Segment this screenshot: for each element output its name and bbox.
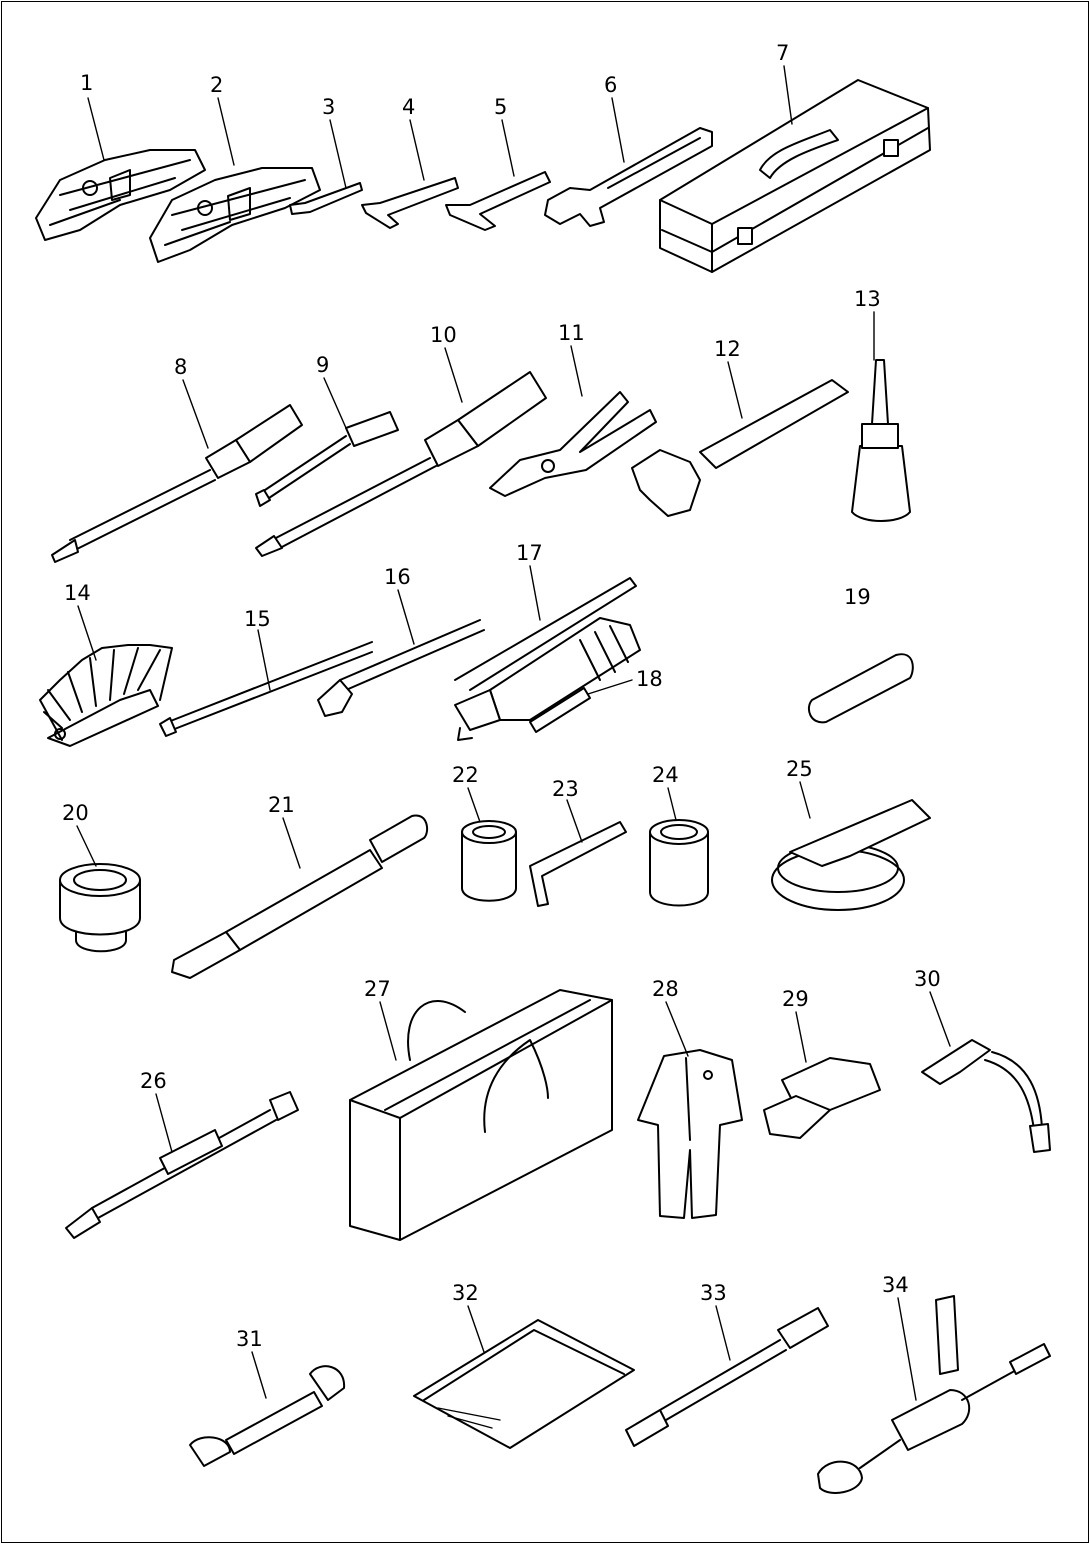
callout-4: 4 xyxy=(402,95,415,119)
screwdriver-9 xyxy=(255,411,399,507)
puller-34 xyxy=(817,1295,1051,1494)
callout-14: 14 xyxy=(64,581,91,605)
callout-13: 13 xyxy=(854,287,881,311)
adjustable-wrench-6 xyxy=(544,127,713,227)
callout-12: 12 xyxy=(714,337,741,361)
callout-29: 29 xyxy=(782,987,809,1011)
socket-20 xyxy=(59,863,141,953)
feeler-gauge-14 xyxy=(39,644,173,747)
callout-22: 22 xyxy=(452,763,479,787)
callout-20: 20 xyxy=(62,801,89,825)
hex-key-5 xyxy=(445,171,551,231)
grease-gun-17 xyxy=(454,577,641,741)
bar-15 xyxy=(159,641,373,737)
hex-key-3 xyxy=(289,182,363,215)
callout-9: 9 xyxy=(316,353,329,377)
callout-25: 25 xyxy=(786,757,813,781)
callout-10: 10 xyxy=(430,323,457,347)
filter-wrench-25 xyxy=(771,799,931,911)
callout-3: 3 xyxy=(322,95,335,119)
callout-21: 21 xyxy=(268,793,295,817)
oil-can-13 xyxy=(851,359,911,522)
callout-26: 26 xyxy=(140,1069,167,1093)
callout-18: 18 xyxy=(636,667,663,691)
nozzle-18 xyxy=(529,687,591,733)
socket-handle-16 xyxy=(317,619,485,717)
callout-16: 16 xyxy=(384,565,411,589)
hex-key-23 xyxy=(529,821,627,907)
callout-23: 23 xyxy=(552,777,579,801)
cap-29 xyxy=(763,1057,881,1139)
callout-31: 31 xyxy=(236,1327,263,1351)
extension-handle-21 xyxy=(171,814,429,979)
extension-26 xyxy=(65,1091,299,1239)
callout-28: 28 xyxy=(652,977,679,1001)
callout-17: 17 xyxy=(516,541,543,565)
extension-33 xyxy=(625,1307,829,1447)
callout-33: 33 xyxy=(700,1281,727,1305)
callout-11: 11 xyxy=(558,321,585,345)
callout-32: 32 xyxy=(452,1281,479,1305)
callout-numbers: 1 2 3 4 5 6 7 8 9 10 11 12 13 14 15 16 1… xyxy=(62,41,941,1351)
callout-7: 7 xyxy=(776,41,789,65)
screwdriver-8 xyxy=(51,404,303,563)
wrench-31 xyxy=(189,1365,346,1467)
callout-30: 30 xyxy=(914,967,941,991)
tool-bag-27 xyxy=(349,989,613,1241)
socket-24 xyxy=(649,819,709,907)
callout-1: 1 xyxy=(80,71,93,95)
callout-6: 6 xyxy=(604,73,617,97)
callout-19: 19 xyxy=(844,585,871,609)
manual-32 xyxy=(413,1319,635,1449)
nozzle-gun-30 xyxy=(921,1039,1051,1153)
wrench-set-2 xyxy=(149,167,321,263)
callout-8: 8 xyxy=(174,355,187,379)
tool-box-7 xyxy=(659,79,931,273)
socket-22 xyxy=(461,820,517,902)
callout-24: 24 xyxy=(652,763,679,787)
hammer-12 xyxy=(631,379,849,517)
callout-5: 5 xyxy=(494,95,507,119)
leader-lines xyxy=(76,65,951,1401)
wrench-set-1 xyxy=(35,149,206,241)
callout-2: 2 xyxy=(210,73,223,97)
callout-34: 34 xyxy=(882,1273,909,1297)
coverall-28 xyxy=(637,1049,743,1219)
callout-15: 15 xyxy=(244,607,271,631)
pliers-11 xyxy=(489,391,657,497)
rod-19 xyxy=(807,653,914,724)
screwdriver-10 xyxy=(255,371,547,557)
callout-27: 27 xyxy=(364,977,391,1001)
hex-key-4 xyxy=(361,177,459,229)
